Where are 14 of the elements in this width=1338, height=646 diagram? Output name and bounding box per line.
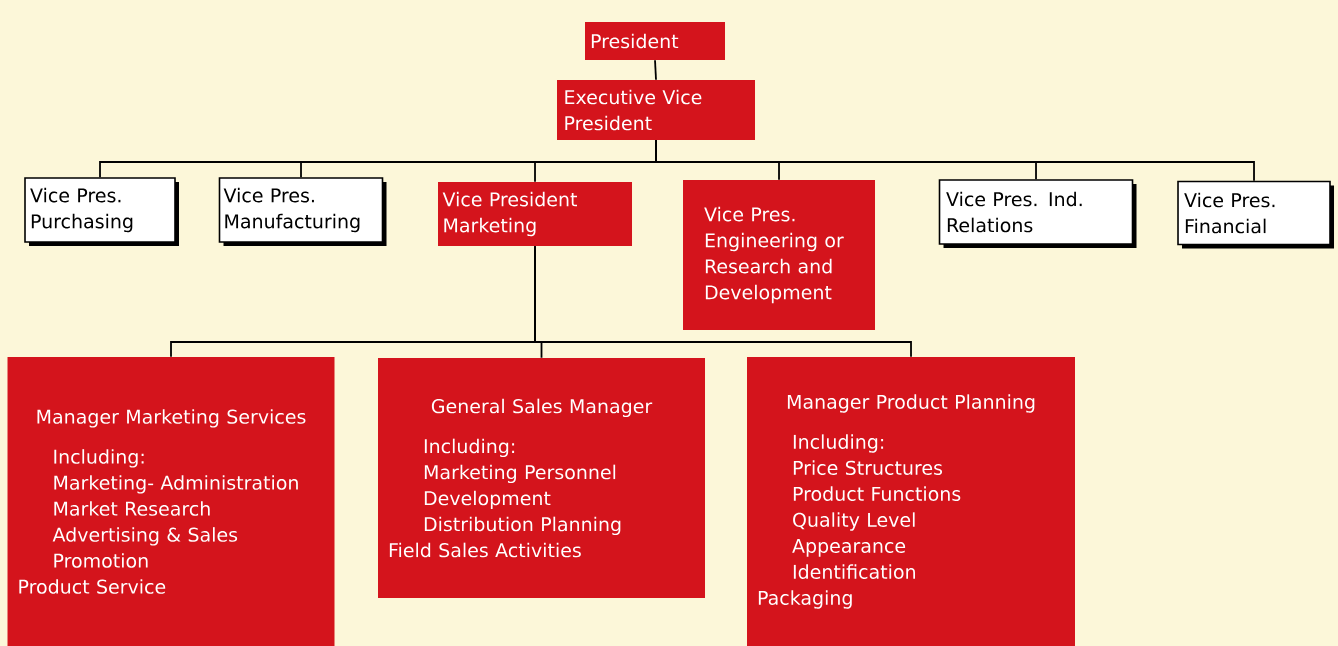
connector-line (534, 245, 912, 358)
connector-line (655, 139, 1255, 182)
position-box: Executive Vice President (557, 80, 755, 140)
department-box: Manager Product Planning Including: Price Structures Product Functions Quality Level Appearance Identification Packaging (747, 357, 1075, 646)
position-box: Vice Pres. Engineering or Research and Development (683, 180, 875, 330)
position-box: Vice Pres. Purchasing (24, 177, 179, 246)
position-box: Vice President Marketing (438, 182, 632, 246)
position-box: Vice Pres. Financial (1177, 180, 1334, 249)
position-box: Vice Pres. Ind. Relations (938, 179, 1137, 248)
connector-line (654, 59, 657, 81)
position-box: Vice Pres. Manufacturing (218, 177, 387, 246)
department-box: Manager Marketing Services Including: Marketing- Administration Market Research Advertising & Sales Promotion Product Service (7, 357, 335, 646)
department-box: General Sales Manager Including: Marketing Personnel Development Distribution Planning Field Sales Activities (378, 358, 705, 598)
position-box: President (585, 22, 725, 60)
